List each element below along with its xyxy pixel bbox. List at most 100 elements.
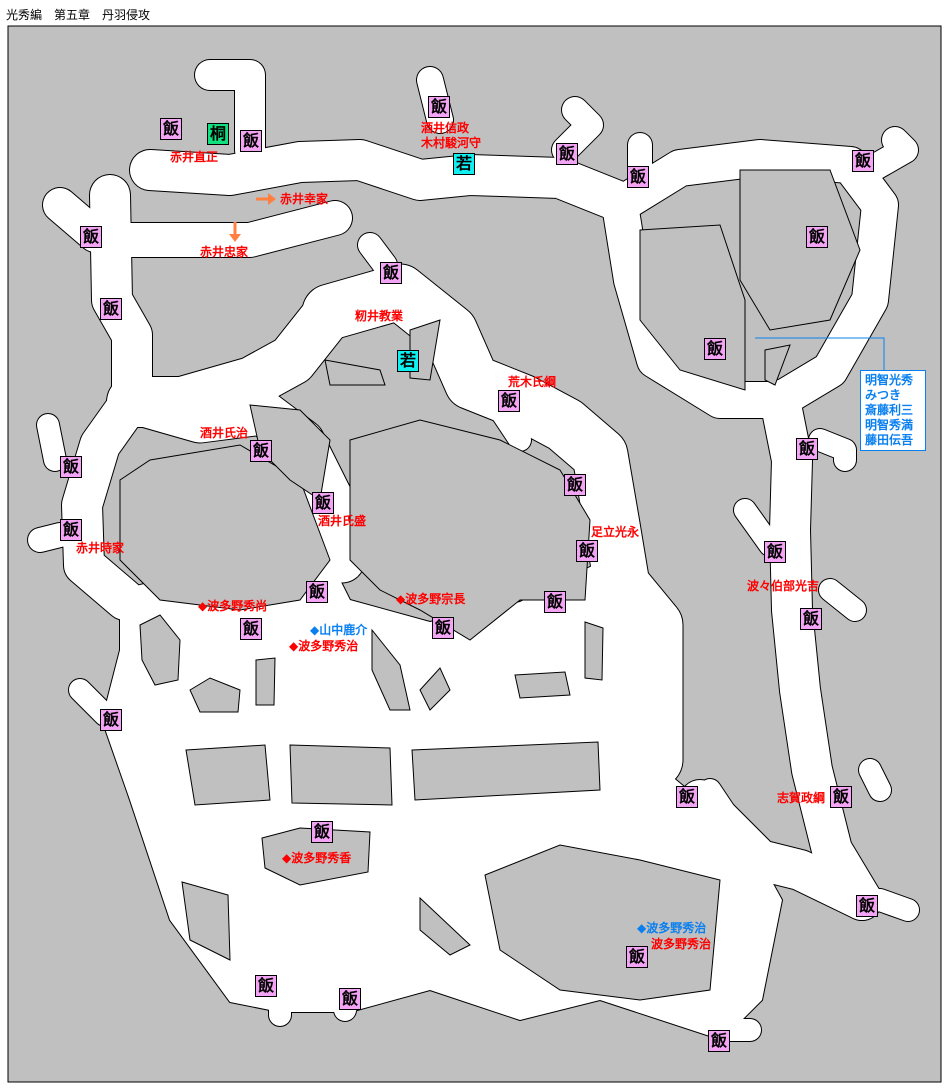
rice-ration-item[interactable]: 飯 xyxy=(676,786,698,808)
wall-island xyxy=(255,657,276,706)
wall-island xyxy=(764,344,791,386)
wall-island xyxy=(584,621,604,681)
rice-ration-item[interactable]: 飯 xyxy=(240,130,262,152)
rice-ration-item[interactable]: 飯 xyxy=(708,1030,730,1052)
rice-ration-item[interactable]: 飯 xyxy=(60,519,82,541)
ally-yamanaka[interactable]: ◆山中鹿介 xyxy=(310,623,368,637)
enemy-momii[interactable]: 籾井教業 xyxy=(355,309,404,323)
wall-island xyxy=(139,614,181,686)
rice-ration-item[interactable]: 飯 xyxy=(312,492,334,514)
rice-ration-item[interactable]: 飯 xyxy=(556,143,578,165)
wall-island xyxy=(484,844,721,1001)
rice-ration-item[interactable]: 飯 xyxy=(764,541,786,563)
corridor xyxy=(809,429,856,471)
rice-ration-item[interactable]: 飯 xyxy=(100,709,122,731)
enemy-akai-tadaie[interactable]: 赤井忠家 xyxy=(200,245,249,259)
rice-ration-item[interactable]: 飯 xyxy=(800,608,822,630)
ally-name: 明智光秀 xyxy=(865,373,914,387)
enemy-adachi[interactable]: 足立光永 xyxy=(591,525,640,539)
corridor xyxy=(358,233,397,277)
corridor xyxy=(869,889,919,921)
ally-pointer-line xyxy=(755,337,885,370)
enemy-hatano-hideharu-2[interactable]: 波多野秀治 xyxy=(651,937,712,951)
rice-ration-item[interactable]: 飯 xyxy=(80,226,102,248)
enemy-akai-naomasa[interactable]: 赤井直正 xyxy=(170,150,219,164)
enemy-sakai-ujimori[interactable]: 酒井氏盛 xyxy=(318,514,367,528)
enemy-kimura[interactable]: 木村駿河守 xyxy=(421,136,482,150)
rice-ration-item[interactable]: 飯 xyxy=(564,474,586,496)
rice-ration-item[interactable]: 飯 xyxy=(576,540,598,562)
enemy-hatano-hidekado[interactable]: ◆波多野秀香 xyxy=(282,851,352,865)
corridor xyxy=(857,127,918,183)
corridor xyxy=(734,499,781,556)
arrow-right-head-icon xyxy=(268,193,276,205)
rice-ration-item[interactable]: 飯 xyxy=(830,786,852,808)
wall-island xyxy=(189,677,241,713)
corridor xyxy=(130,140,635,220)
ally-name: 藤田伝吾 xyxy=(865,433,914,447)
enemy-hatano-hidenao[interactable]: ◆波多野秀尚 xyxy=(198,599,268,613)
rice-ration-item[interactable]: 飯 xyxy=(498,390,520,412)
rice-ration-item[interactable]: 飯 xyxy=(339,988,361,1010)
enemy-araki[interactable]: 荒木氏綱 xyxy=(508,375,557,389)
rice-ration-item[interactable]: 飯 xyxy=(432,617,454,639)
enemy-akai-tokiie[interactable]: 赤井時家 xyxy=(76,541,125,555)
corridor xyxy=(489,399,531,451)
rice-ration-item[interactable]: 飯 xyxy=(380,262,402,284)
wall-island xyxy=(185,744,271,806)
rice-ration-item[interactable]: 飯 xyxy=(100,298,122,320)
rice-ration-item[interactable]: 飯 xyxy=(796,438,818,460)
wall-island xyxy=(411,741,601,801)
corridor xyxy=(819,579,866,621)
rice-ration-item[interactable]: 飯 xyxy=(160,118,182,140)
corridor xyxy=(699,779,741,831)
wall-island xyxy=(371,628,411,711)
wall-island xyxy=(739,169,861,331)
ally-start-group[interactable]: 明智光秀 みつき 斎藤利三 明智秀満 藤田伝吾 xyxy=(860,370,926,451)
ally-hatano-hideharu[interactable]: ◆波多野秀治 xyxy=(637,921,707,935)
paulownia-item[interactable]: 桐 xyxy=(207,123,229,145)
corridor xyxy=(859,759,891,801)
wall-island xyxy=(419,667,451,711)
rice-ration-item[interactable]: 飯 xyxy=(428,96,450,118)
corridor xyxy=(28,523,72,552)
arrow-down-head-icon xyxy=(229,234,241,242)
enemy-hahakabe[interactable]: 波々伯部光吉 xyxy=(747,579,820,593)
young-item[interactable]: 若 xyxy=(453,153,475,175)
wall-island xyxy=(419,896,471,956)
corridor xyxy=(302,264,683,788)
corridor xyxy=(37,414,66,471)
direction-arrows xyxy=(229,193,276,242)
wall-island xyxy=(261,827,371,886)
rice-ration-item[interactable]: 飯 xyxy=(240,618,262,640)
enemy-shiga[interactable]: 志賀政綱 xyxy=(777,791,826,805)
rice-ration-item[interactable]: 飯 xyxy=(60,456,82,478)
corridor xyxy=(113,201,352,257)
rice-ration-item[interactable]: 飯 xyxy=(806,226,828,248)
rice-ration-item[interactable]: 飯 xyxy=(704,338,726,360)
rice-ration-item[interactable]: 飯 xyxy=(306,581,328,603)
enemy-sakai-ujiharu[interactable]: 酒井氏治 xyxy=(200,426,249,440)
wall-island xyxy=(181,881,231,961)
corridor xyxy=(602,140,898,418)
corridor xyxy=(195,60,265,165)
enemy-hatano-munenaga[interactable]: ◆波多野宗長 xyxy=(396,592,466,606)
rice-ration-item[interactable]: 飯 xyxy=(311,821,333,843)
rice-ration-item[interactable]: 飯 xyxy=(544,591,566,613)
rice-ration-item[interactable]: 飯 xyxy=(856,895,878,917)
wall-island xyxy=(289,744,393,806)
young-item[interactable]: 若 xyxy=(397,350,419,372)
ally-name: 明智秀満 xyxy=(865,418,914,432)
ally-name: 斎藤利三 xyxy=(865,403,914,417)
rice-ration-item[interactable]: 飯 xyxy=(255,975,277,997)
rice-ration-item[interactable]: 飯 xyxy=(250,440,272,462)
rice-ration-item[interactable]: 飯 xyxy=(627,166,649,188)
enemy-hatano-hideharu[interactable]: ◆波多野秀治 xyxy=(289,639,359,653)
enemy-sakai-nobumasa[interactable]: 酒井信政 xyxy=(421,121,470,135)
map-title: 光秀編 第五章 丹羽侵攻 xyxy=(6,8,151,22)
ally-name: みつき xyxy=(865,388,902,402)
enemy-akai-yukiie[interactable]: 赤井幸家 xyxy=(280,192,329,206)
corridor xyxy=(760,380,882,920)
rice-ration-item[interactable]: 飯 xyxy=(626,946,648,968)
rice-ration-item[interactable]: 飯 xyxy=(852,150,874,172)
